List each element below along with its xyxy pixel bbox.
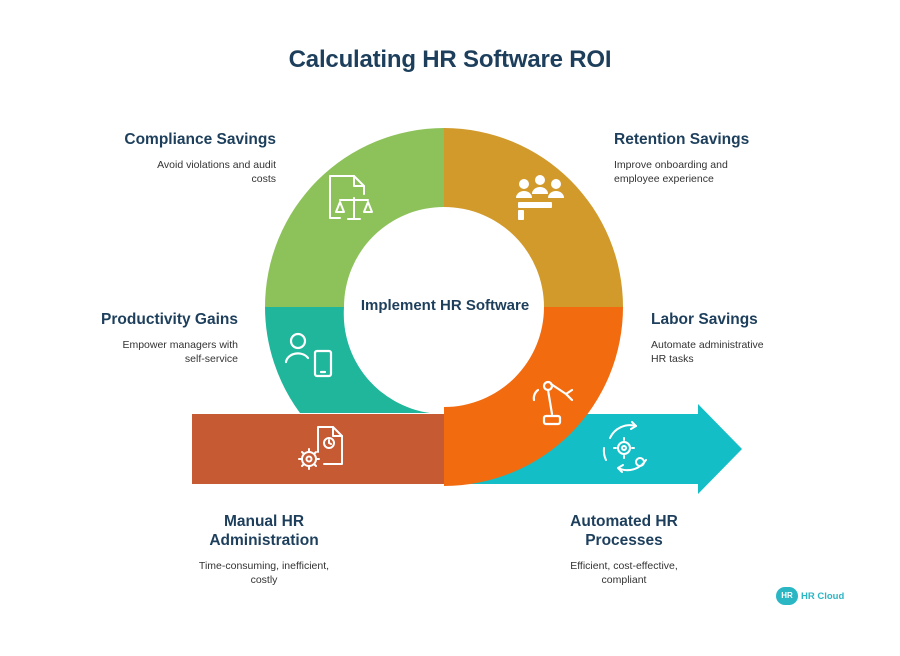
retention-description: Improve onboarding and employee experien… [614,159,728,185]
manual-heading: Manual HR Administration [209,513,319,549]
manual-description: Time-consuming, inefficient, costly [198,560,330,586]
robot-arm-icon [532,380,574,426]
compliance-description: Avoid violations and audit costs [157,159,276,185]
center-label: Implement HR Software [360,297,530,314]
compliance-label: Compliance Savings Avoid violations and … [96,130,276,186]
segment-productivity [265,307,430,413]
labor-heading: Labor Savings [651,311,758,328]
automated-label: Automated HR Processes Efficient, cost-e… [544,512,704,587]
retention-heading: Retention Savings [614,131,750,148]
page-title: Calculating HR Software ROI [288,46,612,73]
productivity-heading: Productivity Gains [101,311,238,328]
gear-cycle-icon [602,421,647,473]
automated-description: Efficient, cost-effective, compliant [570,560,678,586]
automated-heading: Automated HR Processes [570,513,678,549]
logo-text: HR Cloud [801,590,845,602]
document-gear-icon [298,426,343,470]
hr-cloud-logo: HR HR Cloud [776,586,844,606]
labor-label: Labor Savings Automate administrative HR… [651,310,821,366]
user-mobile-icon [284,332,333,378]
manual-label: Manual HR Administration Time-consuming,… [184,512,344,587]
team-people-icon [516,175,564,220]
compliance-heading: Compliance Savings [124,131,276,148]
productivity-label: Productivity Gains Empower managers with… [58,310,238,366]
logo-mark: HR [776,587,798,605]
labor-description: Automate administrative HR tasks [651,339,764,365]
productivity-description: Empower managers with self-service [122,339,238,365]
compliance-scale-icon [329,175,373,220]
segment-retention [444,128,623,307]
retention-label: Retention Savings Improve onboarding and… [614,130,794,186]
